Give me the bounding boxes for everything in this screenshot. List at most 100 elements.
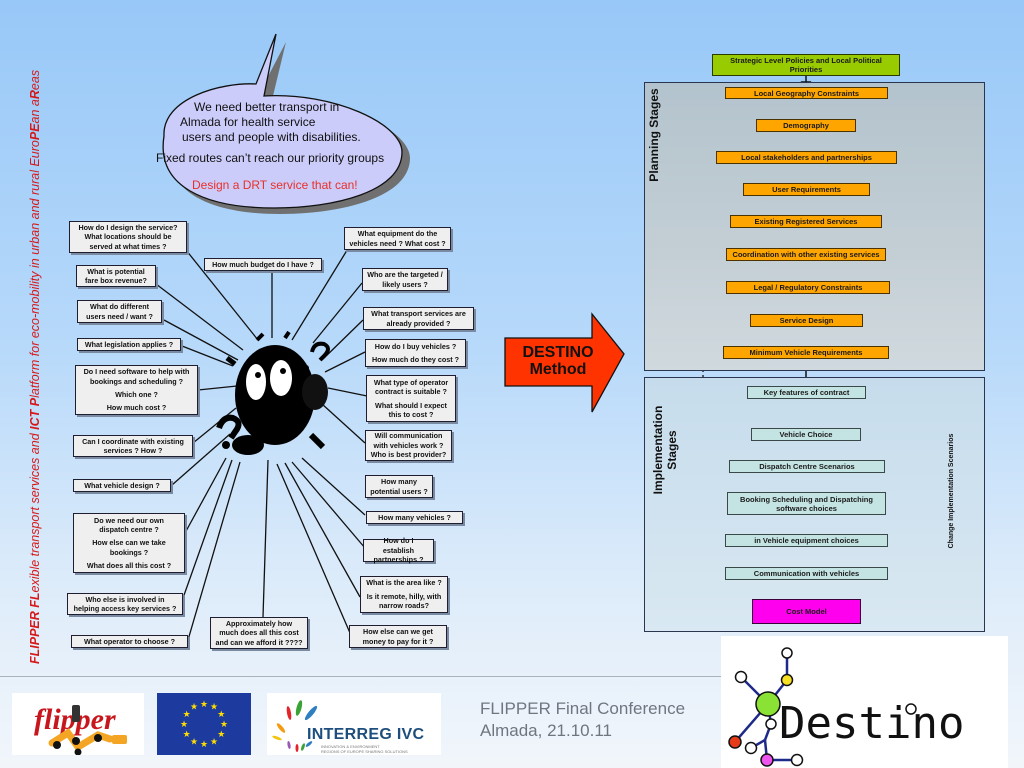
connector: [291, 461, 366, 549]
question-box: How many vehicles ?: [366, 511, 463, 524]
flow-step-coordination[interactable]: Coordination with other existing service…: [726, 248, 886, 261]
question-text-line: What locations should be: [84, 232, 172, 242]
connector: [192, 407, 237, 444]
flow-step-demography[interactable]: Demography: [756, 119, 856, 132]
flow-step-in-vehicle-equipment[interactable]: in Vehicle equipment choices: [725, 534, 888, 547]
connector: [324, 351, 366, 373]
flow-step-key-features[interactable]: Key features of contract: [747, 386, 866, 399]
destino-method-arrow: [504, 312, 625, 413]
bubble-line-1: We need better transport in: [194, 100, 340, 114]
question-box: What vehicle design ?: [73, 479, 171, 492]
connector: [301, 457, 366, 516]
question-text-line: How many: [381, 477, 417, 487]
question-box: How do I design the service?What locatio…: [69, 221, 187, 253]
flow-step-existing-services[interactable]: Existing Registered Services: [730, 215, 882, 228]
question-text-line: vehicles need ? What cost ?: [349, 238, 446, 248]
eu-star-icon: ★: [183, 709, 191, 719]
question-text-line: already provided ?: [386, 318, 451, 328]
question-text-line: Who are the targeted /: [367, 270, 443, 280]
question-text-line: What transport services are: [371, 309, 466, 319]
connector: [181, 345, 234, 367]
connector: [184, 457, 227, 534]
interreg-title: INTERREG IVC: [307, 726, 425, 743]
implementation-stages-label: Implementation Stages: [651, 390, 679, 510]
question-text-line: potential users ?: [370, 486, 428, 496]
question-text-line: How much do they cost ?: [371, 355, 460, 364]
question-text-line: What is potential: [87, 266, 145, 276]
flow-step-booking-software[interactable]: Booking Scheduling and Dispatching softw…: [727, 492, 886, 515]
flipper-logo: flipper: [12, 693, 144, 756]
flow-step-vehicle-choice[interactable]: Vehicle Choice: [751, 428, 861, 441]
question-text-line: How do I design the service?: [78, 222, 178, 232]
flow-step-legal-constraints[interactable]: Legal / Regulatory Constraints: [726, 281, 890, 294]
strategic-policies-box[interactable]: Strategic Level Policies and Local Polit…: [712, 54, 900, 76]
question-text-line: What operator to choose ?: [83, 636, 176, 646]
interreg-logo: INTERREG IVC INNOVATION & ENVIRONMENT RE…: [267, 693, 441, 755]
connector: [185, 249, 259, 341]
planning-stages-label: Planning Stages: [647, 88, 661, 182]
question-text-line: How much budget do I have ?: [212, 259, 314, 269]
flow-step-local-geography[interactable]: Local Geography Constraints: [725, 87, 888, 99]
eu-star-icon: ★: [200, 699, 208, 709]
question-text-line: How do I buy vehicles ?: [374, 341, 457, 351]
connector: [262, 459, 269, 618]
question-text-line: Will communication: [374, 431, 443, 441]
destino-logo-text: Destino: [779, 698, 965, 749]
flow-step-dispatch-centre[interactable]: Dispatch Centre Scenarios: [729, 460, 885, 473]
interreg-subtitle-1: INNOVATION & ENVIRONMENT: [321, 744, 380, 749]
connector: [163, 319, 239, 361]
bubble-line-4: Fixed routes can’t reach our priority gr…: [156, 151, 385, 165]
connector: [155, 283, 244, 351]
eu-star-icon: ★: [217, 729, 225, 739]
question-text-line: Approximately how: [225, 618, 293, 628]
connector: [182, 459, 233, 599]
question-text-line: What do different: [89, 302, 150, 312]
question-text-line: served at what times ?: [89, 241, 167, 251]
bubble-line-3: users and people with disabilities.: [182, 130, 361, 144]
eu-star-icon: ★: [190, 702, 198, 712]
eu-star-icon: ★: [183, 729, 191, 739]
question-text-line: much does all this cost: [219, 628, 299, 638]
connector: [187, 461, 241, 641]
flow-step-user-requirements[interactable]: User Requirements: [743, 183, 870, 196]
question-text-line: money to pay for it ?: [362, 636, 434, 646]
change-implementation-scenarios-label: Change Implementation Scenarios: [948, 433, 955, 549]
impl-label-2: Stages: [665, 430, 679, 470]
eu-star-icon: ★: [190, 736, 198, 746]
eu-star-icon: ★: [217, 709, 225, 719]
question-text-line: Can I coordinate with existing: [82, 436, 184, 446]
question-text-line: dispatch centre ?: [99, 524, 159, 534]
question-text-line: What type of operator: [373, 377, 449, 387]
connector: [321, 319, 364, 361]
flow-step-min-vehicle-requirements[interactable]: Minimum Vehicle Requirements: [723, 346, 889, 359]
question-text-line: helping access key services ?: [73, 604, 177, 613]
eu-star-icon: ★: [210, 736, 218, 746]
connector: [197, 385, 238, 391]
flow-step-local-stakeholders[interactable]: Local stakeholders and partnerships: [716, 151, 897, 164]
speech-bubble: [162, 33, 410, 214]
question-text-line: How much cost ?: [106, 403, 167, 413]
question-text-line: fare box revenue?: [85, 276, 147, 285]
connector: [327, 387, 368, 397]
flow-step-service-design[interactable]: Service Design: [750, 314, 863, 327]
question-box: What is the area like ?Is it remote, hil…: [360, 576, 448, 613]
question-text-line: Is it remote, hilly, with: [366, 591, 442, 601]
question-text-line: Who is best provider?: [370, 450, 447, 460]
eu-flag-logo: ★★★★★★★★★★★★: [157, 693, 251, 755]
destino-method-label: DESTINO Method: [512, 344, 604, 378]
flow-step-communication[interactable]: Communication with vehicles: [725, 567, 888, 580]
question-text-line: and can we afford it ????: [215, 637, 303, 647]
question-text-line: How many vehicles ?: [378, 512, 451, 522]
question-text-line: bookings and scheduling ?: [89, 376, 184, 386]
flow-step-cost-model[interactable]: Cost Model: [752, 599, 861, 624]
eu-star-icon: ★: [210, 702, 218, 712]
